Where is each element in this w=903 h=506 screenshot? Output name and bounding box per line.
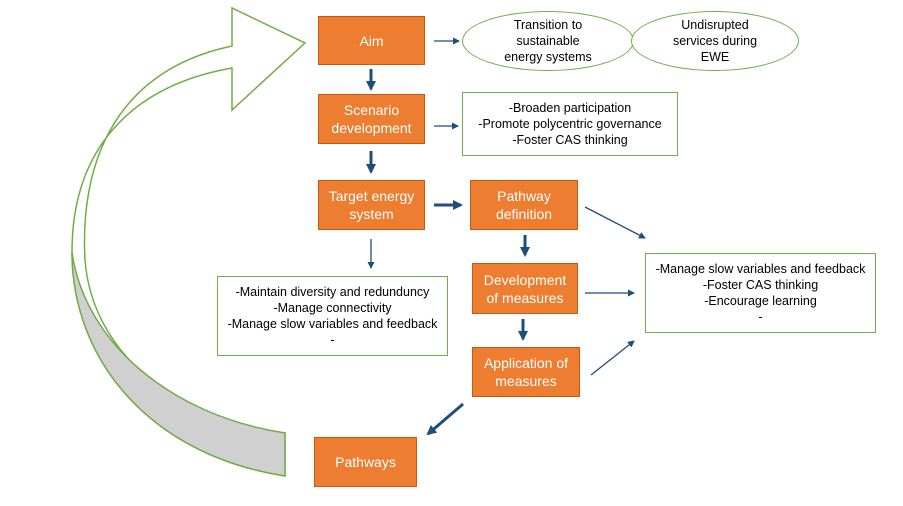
goal-transition-label: Transition to sustainable energy systems [504, 18, 592, 64]
target-principle-item: -Maintain diversity and redunduncy [235, 285, 430, 299]
development-of-measures-box: Development of measures [472, 263, 578, 314]
arrow-application-to-list [590, 340, 635, 376]
pathway-principle-item: -Foster CAS thinking [702, 278, 819, 292]
development-of-measures-label: Development of measures [483, 271, 567, 306]
pathway-principle-item: -Encourage learning [704, 294, 817, 308]
target-principle-item: -Manage connectivity [273, 301, 392, 315]
application-of-measures-box: Application of measures [472, 347, 580, 397]
target-energy-system-label: Target energy system [328, 188, 415, 222]
pathway-principle-item: - [758, 310, 763, 324]
pathway-definition-box: Pathway definition [470, 180, 578, 230]
scenario-development-box: Scenario development [318, 94, 425, 144]
scenario-principle-item: -Promote polycentric governance [478, 117, 662, 131]
application-of-measures-label: Application of measures [483, 355, 569, 389]
goal-ellipse-undisrupted: Undisrupted services during EWE [631, 11, 799, 71]
pathways-box: Pathways [314, 437, 417, 487]
goal-ellipse-transition: Transition to sustainable energy systems [462, 11, 634, 71]
pathways-label: Pathways [335, 454, 396, 470]
arrow-application-to-pathways [426, 402, 464, 436]
scenario-development-label: Scenario development [331, 102, 412, 136]
arrow-pathway-to-list [584, 206, 646, 239]
pathway-definition-label: Pathway definition [495, 188, 553, 222]
feedback-loop-shadow [71, 251, 286, 477]
aim-box: Aim [318, 16, 425, 65]
scenario-principle-item: -Foster CAS thinking [512, 133, 628, 147]
scenario-principle-item: -Broaden participation [508, 101, 632, 115]
aim-label: Aim [359, 32, 384, 49]
pathway-principles-box: -Manage slow variables and feedback -Fos… [645, 253, 876, 333]
goal-undisrupted-label: Undisrupted services during EWE [672, 18, 758, 64]
target-principle-item: - [330, 333, 335, 347]
target-energy-system-box: Target energy system [318, 180, 425, 230]
target-principle-item: -Manage slow variables and feedback [227, 317, 438, 331]
pathway-principle-item: -Manage slow variables and feedback [655, 262, 866, 276]
target-principles-box: -Maintain diversity and redunduncy -Mana… [217, 276, 448, 356]
scenario-principles-box: -Broaden participation -Promote polycent… [462, 92, 678, 156]
